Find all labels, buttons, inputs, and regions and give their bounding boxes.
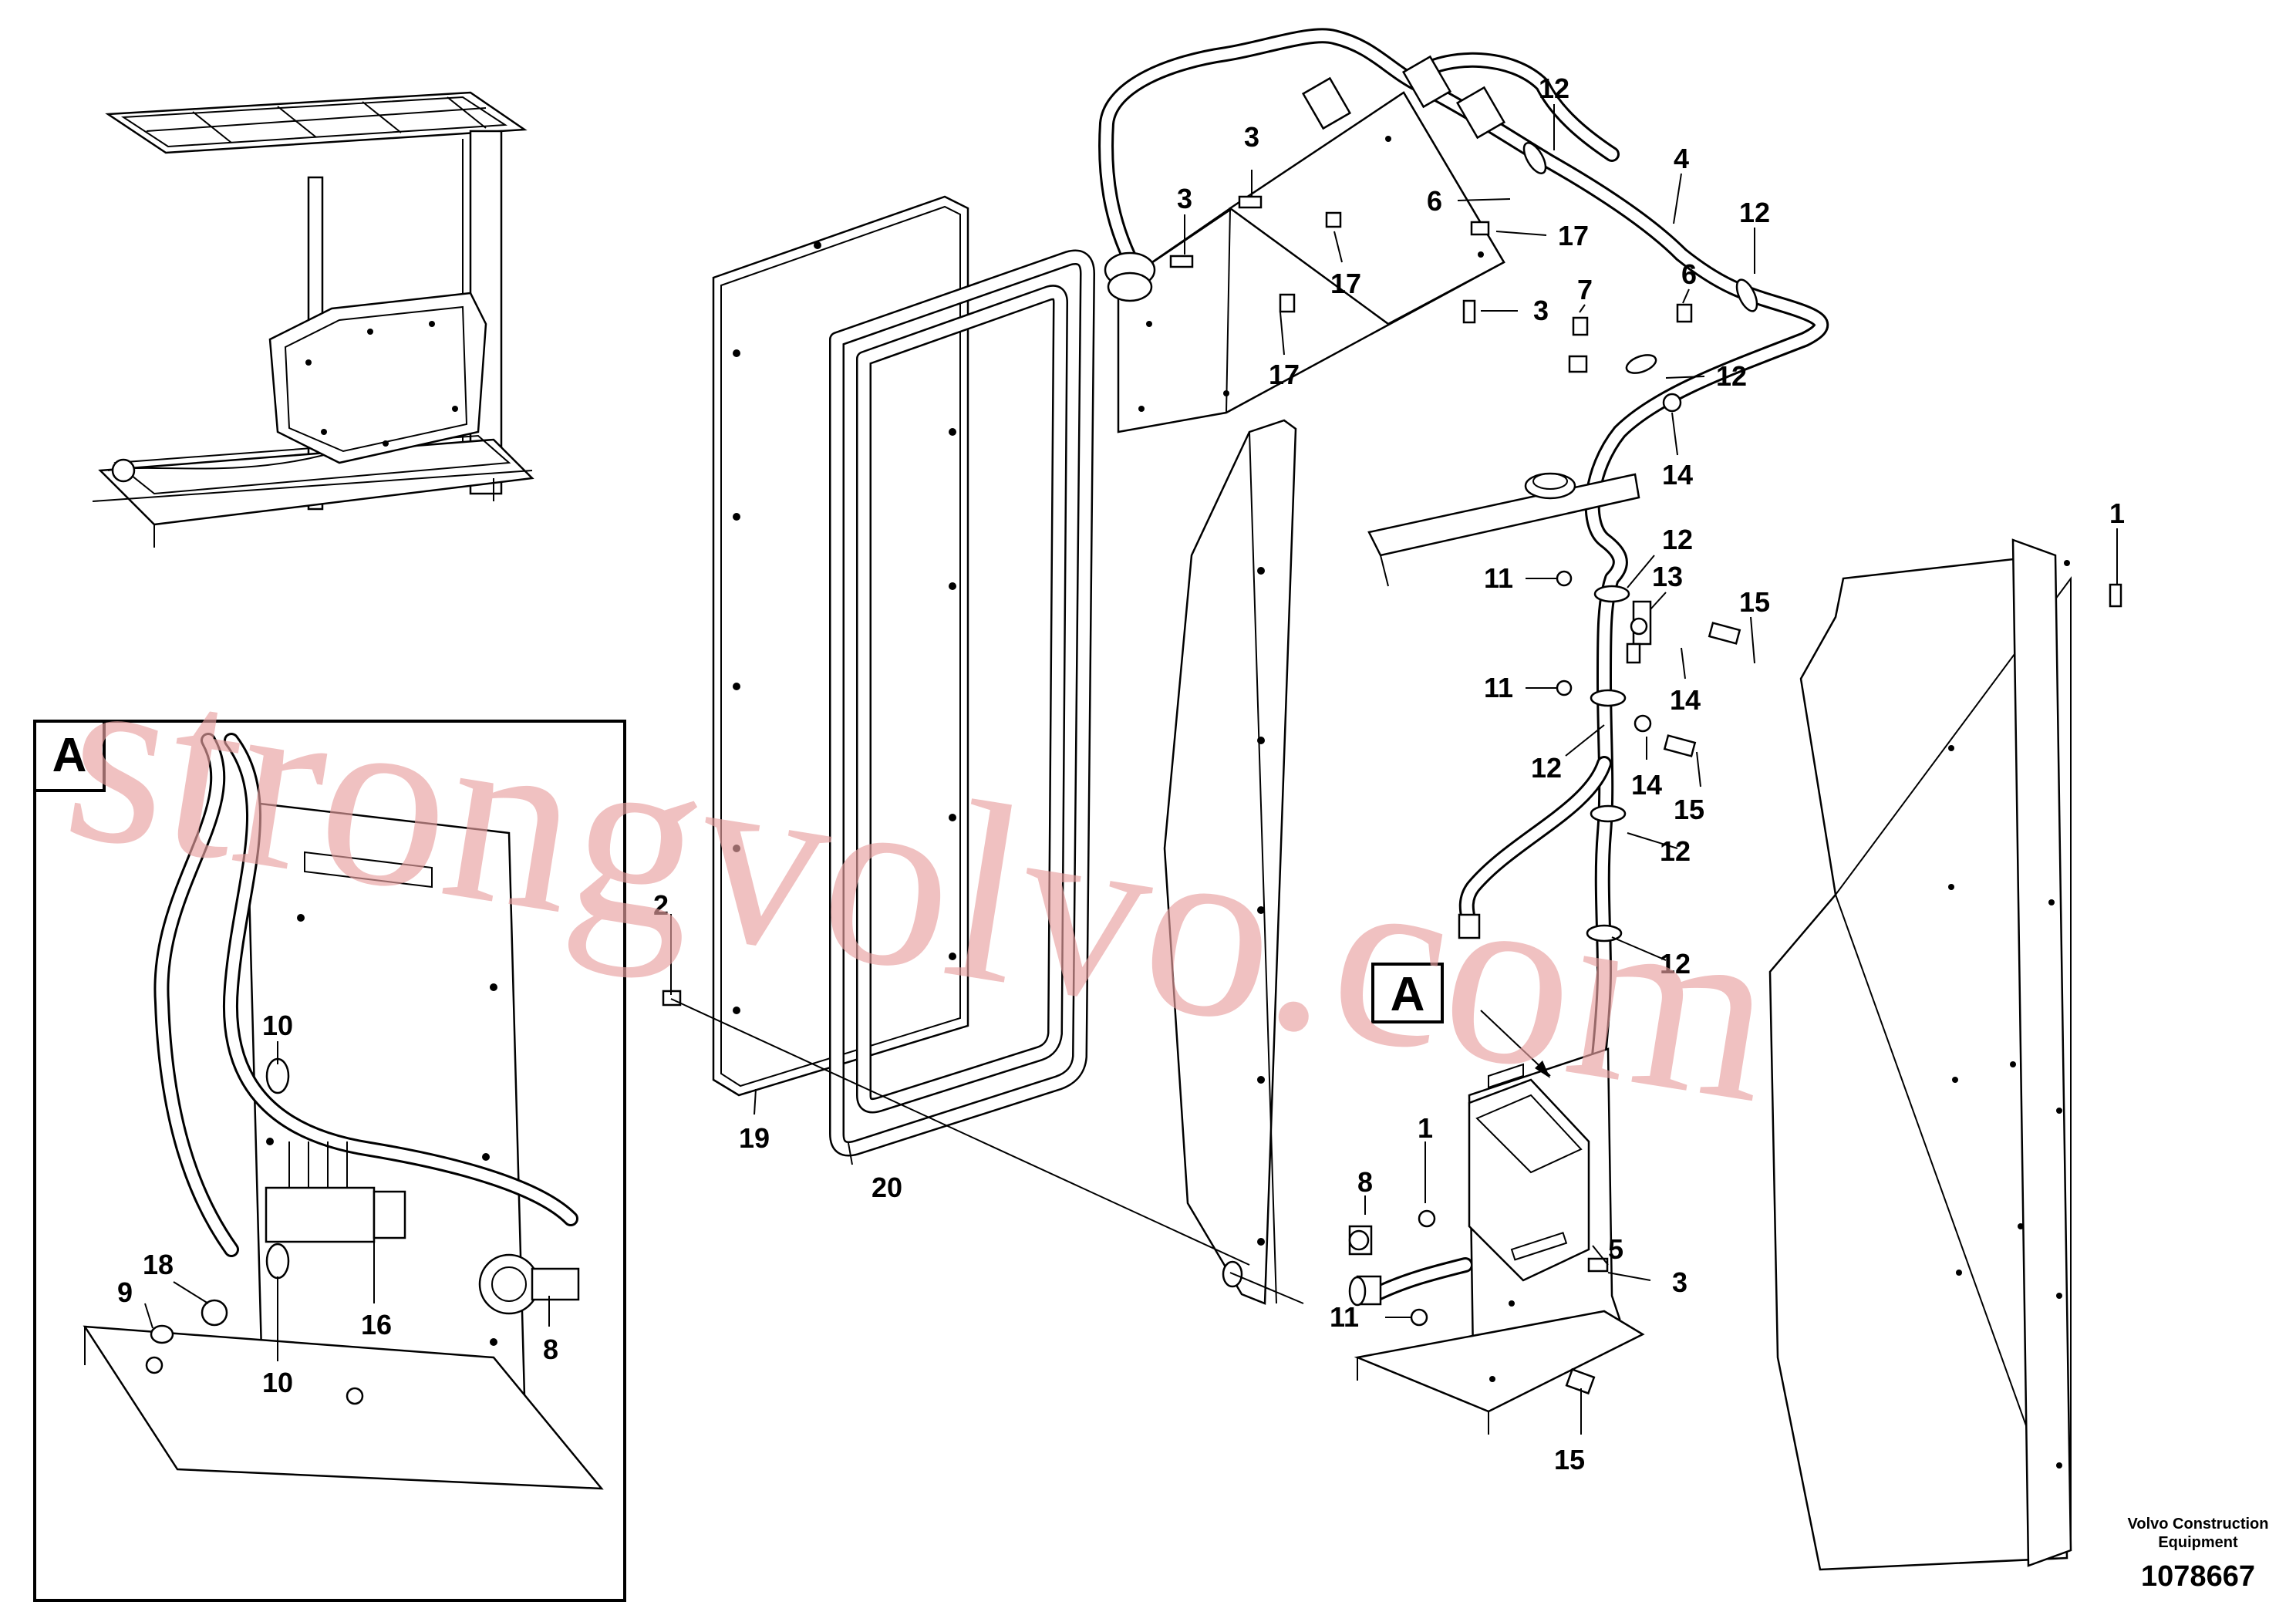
callout-19: 19 [739,1122,770,1154]
right-side-panel [1768,538,2072,1571]
control-unit-5 [1348,1047,1645,1435]
callout-3: 3 [1177,183,1192,214]
detail-tag-box [33,720,106,792]
callout-8: 8 [1357,1166,1373,1198]
callout-12: 12 [1531,752,1562,784]
callout-5: 5 [1608,1233,1623,1265]
callout-1: 1 [1418,1112,1433,1144]
callout-6: 6 [1427,185,1442,217]
wiring-harness [1098,28,1829,1307]
callout-17: 17 [1330,268,1361,299]
callout-17: 17 [1269,359,1300,390]
callout-6: 6 [1681,258,1697,290]
callout-11: 11 [1484,672,1513,703]
callout-14: 14 [1631,769,1662,801]
callout-4: 4 [1674,143,1689,174]
detail-view-a: A 10 10 18 9 16 8 [33,720,626,1602]
footer: Volvo Construction Equipment 1078667 [2128,1516,2269,1593]
drawing-number: 1078667 [2141,1560,2255,1593]
callout-12: 12 [1660,835,1691,867]
callout-12: 12 [1660,948,1691,980]
section-marker-a: A [1371,963,1550,1078]
callout-3: 3 [1672,1266,1687,1298]
callout-11: 11 [1484,562,1513,594]
callout-15: 15 [1554,1444,1585,1475]
curved-panel [1163,419,1297,1305]
fasteners [662,195,2122,1395]
callout-18: 18 [143,1249,174,1280]
callout-13: 13 [1652,561,1683,592]
callout-17: 17 [1558,220,1589,251]
callout-12: 12 [1539,73,1569,104]
upper-bracket [1117,91,1505,433]
callout-8-detail: 8 [543,1334,558,1365]
callout-16: 16 [361,1309,392,1340]
callout-10-top: 10 [262,1010,293,1041]
seal-20 [829,249,1095,1157]
company-name-line2: Equipment [2158,1534,2238,1551]
callout-1: 1 [2109,497,2125,529]
callout-11: 11 [1330,1301,1359,1333]
company-name-line1: Volvo Construction [2128,1516,2269,1533]
callout-2: 2 [653,889,669,921]
callout-9: 9 [117,1276,133,1308]
callout-10-bottom: 10 [262,1367,293,1398]
callout-12: 12 [1739,197,1770,228]
section-marker-label: A [1391,968,1425,1021]
leader-lines [670,104,2118,1435]
callout-15: 15 [1674,794,1704,825]
callout-labels: 12 3 4 3 6 12 17 17 3 17 7 6 12 14 1 12 … [653,73,2125,1475]
callout-15: 15 [1739,586,1770,618]
callout-14: 14 [1662,459,1693,491]
cab-overview-illustration [92,91,534,548]
callout-3: 3 [1533,295,1549,326]
callout-3: 3 [1244,121,1259,153]
callout-12: 12 [1716,360,1747,392]
detail-tag-label: A [52,729,87,782]
callout-20: 20 [872,1172,902,1203]
callout-14: 14 [1670,684,1701,716]
callout-12: 12 [1662,524,1693,555]
callout-7: 7 [1577,274,1593,305]
